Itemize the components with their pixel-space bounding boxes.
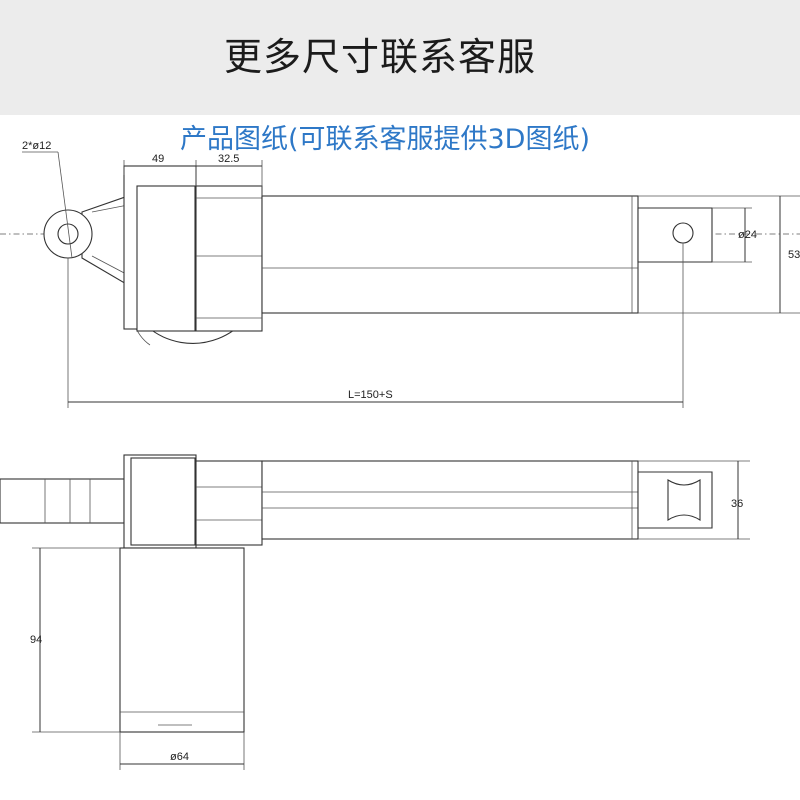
bracket-line-2: [91, 255, 129, 276]
drawing-subtitle: 产品图纸(可联系客服提供3D图纸): [179, 124, 591, 155]
hole-leader: [57, 151, 73, 259]
gearbox-front: [195, 185, 263, 332]
side-gearbox-cover: [130, 457, 196, 546]
banner-title: 更多尺寸联系客服: [223, 35, 536, 79]
dim-length: L=150+S: [348, 389, 393, 401]
side-rod-notch: [667, 479, 701, 521]
dim-32-5: 32.5: [218, 153, 239, 165]
rear-eye-hole: [57, 223, 79, 245]
side-gearbox-front: [195, 460, 263, 546]
dim-36: 36: [731, 498, 743, 510]
top-view: 2*ø12 49 32.5 ø24 53 L=150+S: [0, 140, 800, 408]
front-eye-hole: [672, 222, 694, 244]
gearbox-cover: [136, 185, 196, 332]
dim-24: ø24: [738, 229, 757, 241]
side-view: 36 94 ø64: [0, 454, 750, 770]
motor-body: [119, 547, 245, 733]
side-tube: [261, 460, 639, 540]
dim-49: 49: [152, 153, 164, 165]
banner: 更多尺寸联系客服: [0, 0, 800, 115]
dim-64: ø64: [170, 751, 189, 763]
dim-53: 53: [788, 249, 800, 261]
dim-94: 94: [30, 634, 42, 646]
dim-hole: 2*ø12: [22, 140, 51, 152]
bracket-line-1: [91, 204, 129, 213]
outer-tube: [261, 195, 639, 314]
motor-shaft: [0, 478, 125, 524]
